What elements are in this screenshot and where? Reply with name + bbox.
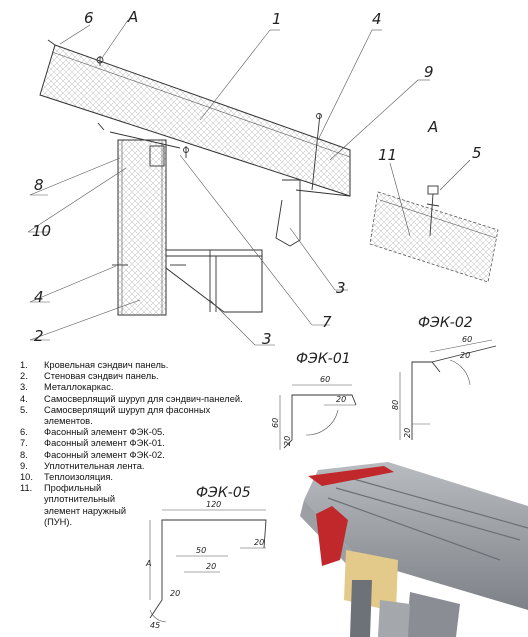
- legend-item: 8.Фасонный элемент ФЭК-02.: [20, 449, 165, 460]
- svg-text:20: 20: [403, 428, 412, 438]
- roof-panel-render: [304, 462, 528, 610]
- wall-panel: [117, 139, 167, 316]
- svg-text:20: 20: [336, 395, 346, 404]
- legend-item: 4.Самосверлящий шуруп для сэндвич-панеле…: [20, 393, 243, 404]
- legend-list: 1.Кровельная сэндвич панель. 2.Стеновая …: [20, 360, 260, 528]
- callout-3-eave: 3: [336, 279, 346, 297]
- legend-item: 10.Теплоизоляция.: [20, 472, 113, 483]
- callout-2: 2: [34, 327, 44, 345]
- callout-4-top: 4: [372, 10, 382, 28]
- metal-frame-section: [165, 249, 263, 313]
- callout-7: 7: [322, 313, 332, 331]
- callout-6: 6: [84, 9, 94, 27]
- roof-panel: [39, 44, 351, 197]
- fek05-title: ФЭК-05: [196, 485, 251, 501]
- legend-item: 2.Стеновая сэндвич панель.: [20, 371, 159, 382]
- svg-text:20: 20: [206, 562, 216, 571]
- callout-1: 1: [272, 10, 282, 28]
- fek02-title: ФЭК-02: [418, 315, 473, 331]
- svg-text:20: 20: [170, 589, 180, 598]
- red-flashing: [308, 466, 394, 486]
- callout-a: A: [127, 8, 138, 26]
- legend-item: 9.Уплотнительная лента.: [20, 460, 145, 471]
- screw-icon: [426, 185, 440, 237]
- detail-a: A 11 5: [369, 118, 499, 283]
- legend-item: 5.Самосверлящий шуруп для фасонных элеме…: [20, 404, 211, 427]
- svg-text:20: 20: [283, 436, 292, 446]
- callout-11: 11: [378, 146, 397, 164]
- svg-text:60: 60: [320, 375, 330, 384]
- render-3d: [300, 462, 528, 637]
- callout-10: 10: [32, 222, 51, 240]
- legend-item: 3.Металлокаркас.: [20, 382, 114, 393]
- roof-screw-icon: [96, 56, 322, 191]
- fek02-profile: ФЭК-02 60 20 80 20: [391, 315, 497, 440]
- legend-item: 1.Кровельная сэндвич панель.: [20, 360, 169, 370]
- svg-text:80: 80: [391, 400, 400, 410]
- main-section: 6 A 1 4 9 8 10 4 2 3 3 7: [27, 8, 434, 348]
- fek05-profile: ФЭК-05 120 20 50 20 A 20 45: [145, 485, 267, 630]
- callout-3-frame: 3: [262, 330, 272, 348]
- fek01-title: ФЭК-01: [296, 351, 351, 367]
- svg-text:50: 50: [196, 546, 206, 555]
- svg-text:20: 20: [460, 351, 470, 360]
- callout-5: 5: [472, 144, 482, 162]
- callout-8: 8: [34, 176, 44, 194]
- legend-item: 11.Профильный уплотнительный элемент нар…: [20, 483, 127, 527]
- eave-flashing: [275, 179, 301, 247]
- svg-text:60: 60: [462, 335, 472, 344]
- legend-item: 6.Фасонный элемент ФЭК-05.: [20, 427, 165, 438]
- callout-4-bottom: 4: [34, 288, 44, 306]
- callout-9: 9: [424, 63, 434, 81]
- svg-text:A: A: [145, 559, 151, 568]
- leader-lines: [27, 19, 430, 346]
- svg-text:20: 20: [254, 538, 264, 547]
- legend-item: 7.Фасонный элемент ФЭК-01.: [20, 438, 165, 449]
- svg-text:45: 45: [150, 621, 160, 630]
- svg-text:120: 120: [206, 500, 221, 509]
- fek01-profile: ФЭК-01 60 20 60 20: [271, 351, 357, 450]
- svg-text:60: 60: [271, 418, 280, 428]
- detail-a-title: A: [427, 118, 438, 136]
